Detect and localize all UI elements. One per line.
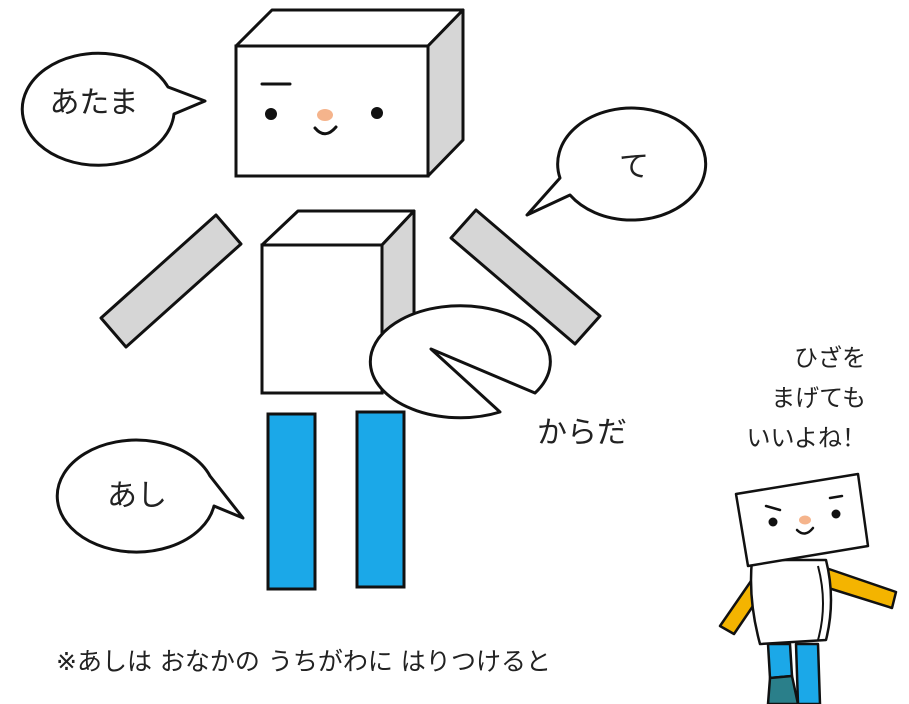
body-box-front [260,243,384,395]
bubble-hand-shape [525,106,708,222]
mascot-body-fold [817,565,824,641]
mascot [718,472,898,704]
head-left-eye [265,108,277,120]
bubble-head-shape [20,51,207,167]
head-box-top [234,8,465,48]
bubble-body: からだ [368,304,627,451]
mascot-right-arm [820,566,898,610]
head-mouth [313,125,338,136]
right-arm [449,208,602,346]
label-head: あたま [49,86,138,121]
bubble-head: あたま [20,51,207,167]
mascot-right-eye [831,509,841,519]
mascot-right-leg [794,642,822,704]
mascot-left-eye [768,517,778,527]
mascot-right-brow [828,494,844,500]
bubble-hand: て [525,106,708,222]
footer-note: ※あしは おなかの うちがわに はりつけると [56,647,551,676]
bubble-legs: あし [55,438,245,554]
head-cheek [317,109,333,121]
label-body: からだ [537,416,627,451]
mascot-cheek [799,515,811,525]
head-box-front [234,44,430,178]
bubble-body-shape [368,304,552,420]
left-arm [99,213,243,349]
side-note: ひざを まげても いいよね！ [746,344,866,452]
mascot-left-leg-lower [766,674,800,704]
right-leg [355,410,406,589]
head-right-eye [371,107,383,119]
label-hand: て [619,150,649,185]
mascot-body [749,558,833,646]
mascot-left-brow [764,504,782,512]
side-note-line-1: ひざを [794,344,866,372]
label-legs: あし [107,479,167,514]
left-leg [266,412,317,591]
bubble-legs-shape [55,438,245,554]
side-note-line-3: いいよね！ [746,424,866,452]
head-box [234,8,465,178]
mascot-left-leg-upper [766,642,794,680]
side-note-line-2: まげても [771,384,866,412]
mascot-mouth [795,526,815,535]
